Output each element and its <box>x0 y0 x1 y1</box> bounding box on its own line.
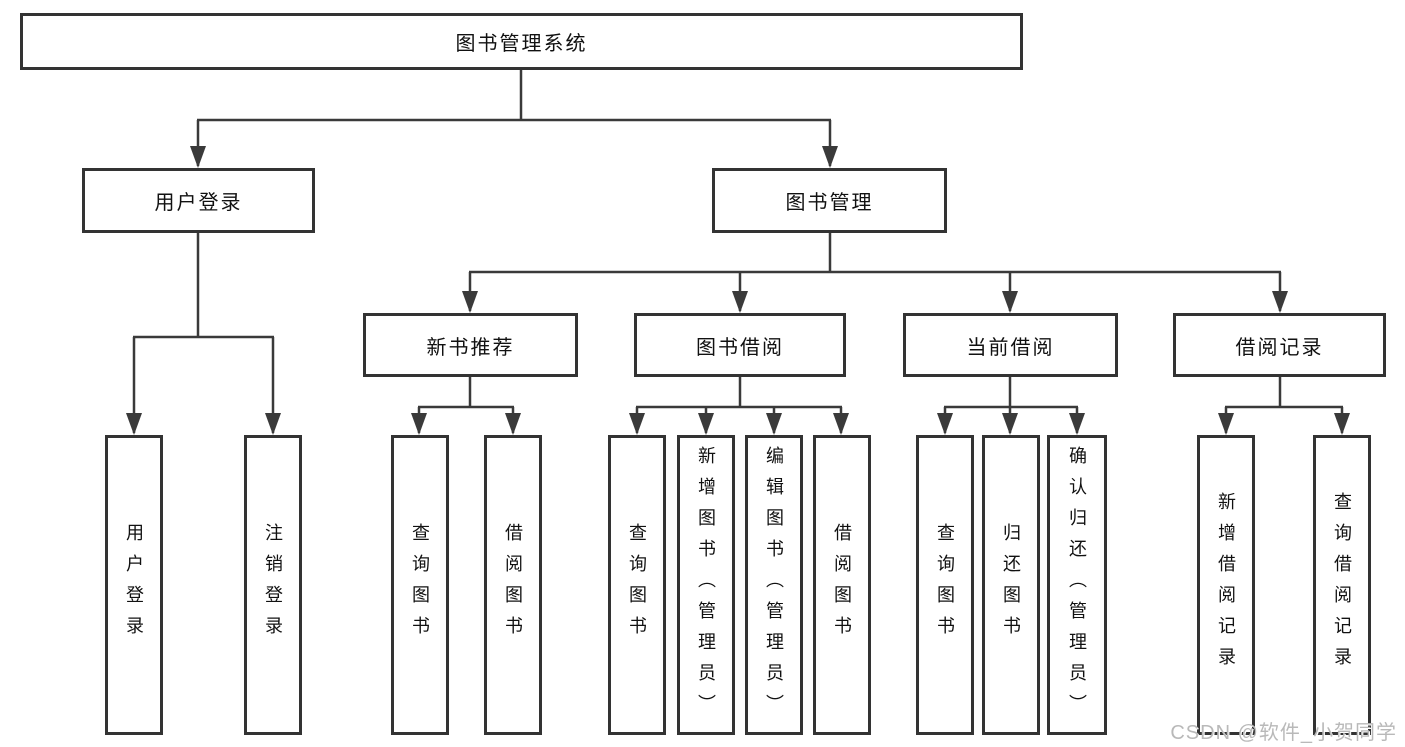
node-borrow-records: 借阅记录 <box>1173 313 1386 377</box>
leaf-label: 用户登录 <box>124 523 144 647</box>
leaf-label: 新增图书（管理员） <box>696 445 716 725</box>
leaf-current-query: 查询图书 <box>916 435 974 735</box>
leaf-label: 查询借阅记录 <box>1332 492 1352 678</box>
leaf-current-confirm-admin: 确认归还（管理员） <box>1047 435 1107 735</box>
leaf-borrow-borrow: 借阅图书 <box>813 435 871 735</box>
leaf-label: 归还图书 <box>1001 523 1021 647</box>
leaf-borrow-edit-admin: 编辑图书（管理员） <box>745 435 803 735</box>
leaf-label: 借阅图书 <box>832 523 852 647</box>
leaf-label: 查询图书 <box>410 523 430 647</box>
node-root: 图书管理系统 <box>20 13 1023 70</box>
node-user-login: 用户登录 <box>82 168 315 233</box>
leaf-label: 注销登录 <box>263 523 283 647</box>
leaf-label: 查询图书 <box>935 523 955 647</box>
leaf-label: 借阅图书 <box>503 523 523 647</box>
leaf-current-return: 归还图书 <box>982 435 1040 735</box>
leaf-newbooks-borrow: 借阅图书 <box>484 435 542 735</box>
leaf-records-add: 新增借阅记录 <box>1197 435 1255 735</box>
leaf-newbooks-query: 查询图书 <box>391 435 449 735</box>
leaf-logout: 注销登录 <box>244 435 302 735</box>
leaf-user-login: 用户登录 <box>105 435 163 735</box>
leaf-label: 编辑图书（管理员） <box>764 445 784 725</box>
node-new-book-recommend: 新书推荐 <box>363 313 578 377</box>
leaf-label: 查询图书 <box>627 523 647 647</box>
leaf-borrow-query: 查询图书 <box>608 435 666 735</box>
leaf-records-query: 查询借阅记录 <box>1313 435 1371 735</box>
leaf-label: 确认归还（管理员） <box>1067 445 1087 725</box>
node-book-management: 图书管理 <box>712 168 947 233</box>
node-current-borrow: 当前借阅 <box>903 313 1118 377</box>
node-book-borrow: 图书借阅 <box>634 313 846 377</box>
leaf-label: 新增借阅记录 <box>1216 492 1236 678</box>
leaf-borrow-add-admin: 新增图书（管理员） <box>677 435 735 735</box>
